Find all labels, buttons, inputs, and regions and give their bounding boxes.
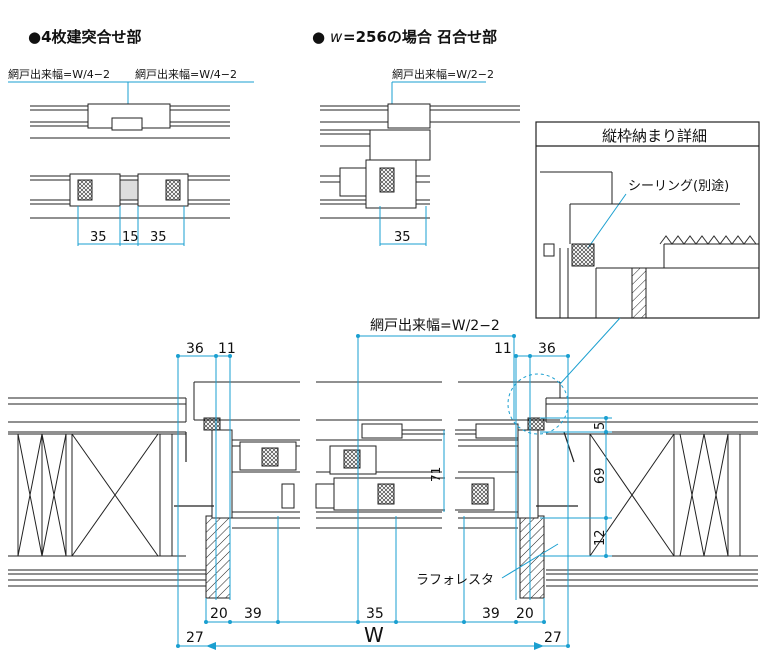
four-panel-title: ●4枚建突合せ部: [28, 28, 142, 46]
w256-title-w: w: [330, 28, 343, 46]
dim-bottom-20-left: 20: [210, 606, 228, 622]
dim-bottom-39-right: 39: [482, 606, 500, 622]
dim-bottom-39-left: 39: [244, 606, 262, 622]
dim-bottom-35: 35: [366, 606, 384, 622]
dim-outer-W: W: [364, 623, 384, 647]
lath-label: ラフォレスタ: [416, 573, 494, 588]
dim-71: 71: [429, 467, 443, 482]
four-panel-dim-3: 35: [150, 230, 167, 245]
dim-11-right: 11: [494, 341, 512, 357]
dim-outer-27-left: 27: [186, 630, 204, 646]
four-panel-dim-1: 35: [90, 230, 107, 245]
dim-69: 69: [593, 467, 608, 484]
main-width-label: 網戸出来幅=W/2−2: [370, 318, 500, 334]
dim-outer-27-right: 27: [544, 630, 562, 646]
dim-36-right: 36: [538, 341, 556, 357]
four-panel-dim-2: 15: [122, 230, 139, 245]
four-panel-width-label-2: 網戸出来幅=W/4−2: [135, 67, 237, 81]
w256-dim: 35: [394, 230, 411, 245]
w256-title-bullet: ●: [312, 28, 325, 46]
dim-36-left: 36: [186, 341, 204, 357]
detail-box: 縦枠納まり詳細 シーリング(別途): [535, 121, 760, 319]
four-panel-width-label-1: 網戸出来幅=W/4−2: [8, 67, 110, 81]
sealing-label: シーリング(別途): [628, 178, 729, 194]
dim-12: 12: [593, 529, 608, 546]
w256-title-rest: =256の場合 召合せ部: [343, 28, 497, 46]
detail-title: 縦枠納まり詳細: [602, 127, 707, 145]
dim-11-left: 11: [218, 341, 236, 357]
w256-detail: ● w =256の場合 召合せ部 網戸出来幅=W/2−2: [312, 28, 520, 246]
w256-width-label: 網戸出来幅=W/2−2: [392, 67, 494, 81]
four-panel-detail: ●4枚建突合せ部 網戸出来幅=W/4−2 網戸出来幅=W/4−2: [8, 28, 254, 246]
dim-bottom-20-right: 20: [516, 606, 534, 622]
dim-5: 5: [593, 422, 608, 430]
main-section: 網戸出来幅=W/2−2 36 11 11 36 5 69 12 71 ラフォレス…: [8, 317, 758, 650]
